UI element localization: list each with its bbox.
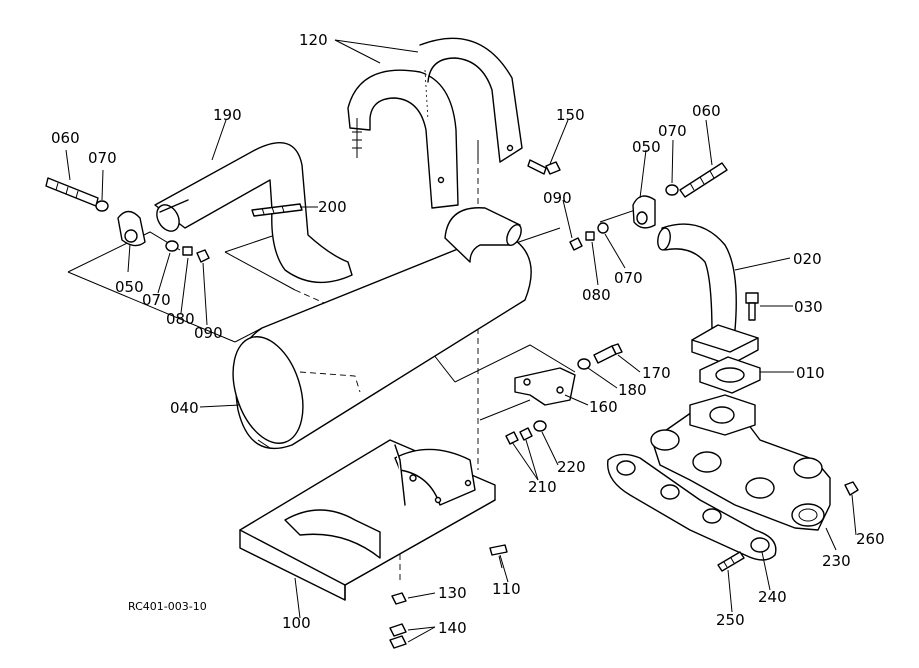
label-210: 210: [528, 478, 557, 496]
nuts-140: [389, 623, 407, 649]
stay-bracket-160: [514, 367, 576, 406]
label-220: 220: [557, 458, 586, 476]
label-160: 160: [589, 398, 618, 416]
label-050-left: 050: [115, 278, 144, 296]
label-140: 140: [438, 619, 467, 637]
label-080-left: 080: [166, 310, 195, 328]
label-080-right: 080: [582, 286, 611, 304]
muffler-cover-120: [347, 37, 523, 209]
nut-260: [844, 481, 859, 496]
label-180: 180: [618, 381, 647, 399]
label-190: 190: [213, 106, 242, 124]
leader-lines: [65, 39, 857, 643]
bolt-200: [251, 203, 303, 217]
drawing-code: RC401-003-10: [128, 600, 207, 613]
label-070-right-bottom: 070: [614, 269, 643, 287]
washer-180: [577, 358, 591, 370]
exhaust-pipe-020: [657, 223, 759, 366]
label-020: 020: [793, 250, 822, 268]
label-060-right: 060: [692, 102, 721, 120]
nut-130: [391, 592, 407, 605]
stud-250: [717, 551, 745, 572]
label-030: 030: [794, 298, 823, 316]
label-090-right: 090: [543, 189, 572, 207]
support-bracket-100: [239, 439, 496, 601]
nuts-210-washer-220: [505, 420, 547, 445]
label-170: 170: [642, 364, 671, 382]
bolt-150: [527, 159, 561, 175]
muffler-040: [232, 207, 532, 450]
label-010: 010: [796, 364, 825, 382]
exhaust-manifold-230: [650, 394, 831, 531]
label-090-left: 090: [194, 324, 223, 342]
label-130: 130: [438, 584, 467, 602]
left-clamp-hardware: [45, 177, 210, 263]
label-040: 040: [170, 399, 199, 417]
label-050-right: 050: [632, 138, 661, 156]
label-060-left: 060: [51, 129, 80, 147]
label-240: 240: [758, 588, 787, 606]
label-070-left-top: 070: [88, 149, 117, 167]
label-200: 200: [318, 198, 347, 216]
label-100: 100: [282, 614, 311, 632]
label-250: 250: [716, 611, 745, 629]
label-120: 120: [299, 31, 328, 49]
tail-pipe-190: [154, 142, 353, 284]
label-070-left-bottom: 070: [142, 291, 171, 309]
part-labels: 120 190 200 060 070 050 070 080 090 150 …: [51, 31, 885, 637]
bolt-170: [593, 343, 623, 364]
label-260: 260: [856, 530, 885, 548]
label-230: 230: [822, 552, 851, 570]
gasket-010: [699, 356, 761, 394]
bolt-030: [745, 292, 759, 321]
bolt-110: [489, 544, 508, 569]
manifold-gasket-240: [606, 453, 777, 561]
right-clamp-hardware: [569, 162, 728, 251]
label-110: 110: [492, 580, 521, 598]
label-150: 150: [556, 106, 585, 124]
label-070-right-top: 070: [658, 122, 687, 140]
